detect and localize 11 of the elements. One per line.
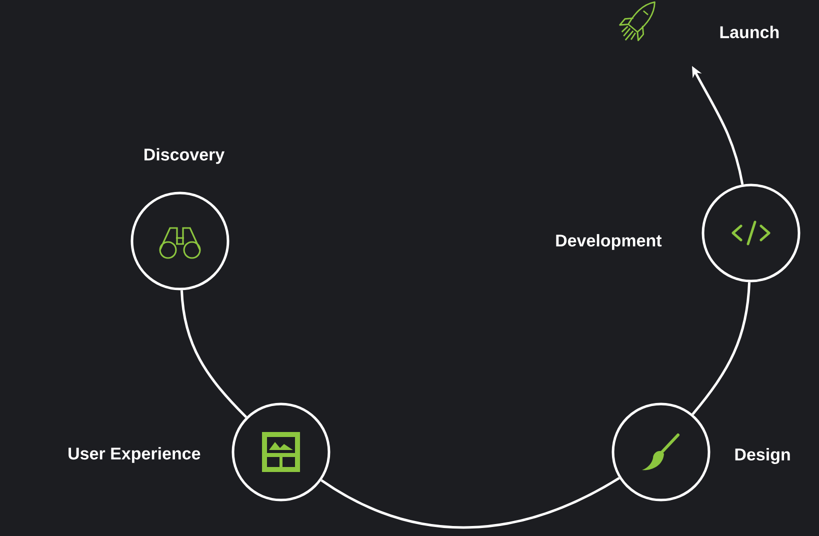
- step-label: User Experience: [68, 447, 200, 463]
- step-label: Design: [735, 448, 790, 464]
- step-circle: [702, 184, 800, 282]
- step-label: Development: [556, 234, 662, 250]
- step-label: Discovery: [144, 148, 225, 164]
- connector: [692, 282, 751, 416]
- step-circle: [130, 192, 230, 290]
- step-label: Launch: [720, 26, 779, 38]
- step-circle: [612, 402, 710, 502]
- connector: [180, 290, 248, 418]
- connector: [320, 477, 620, 529]
